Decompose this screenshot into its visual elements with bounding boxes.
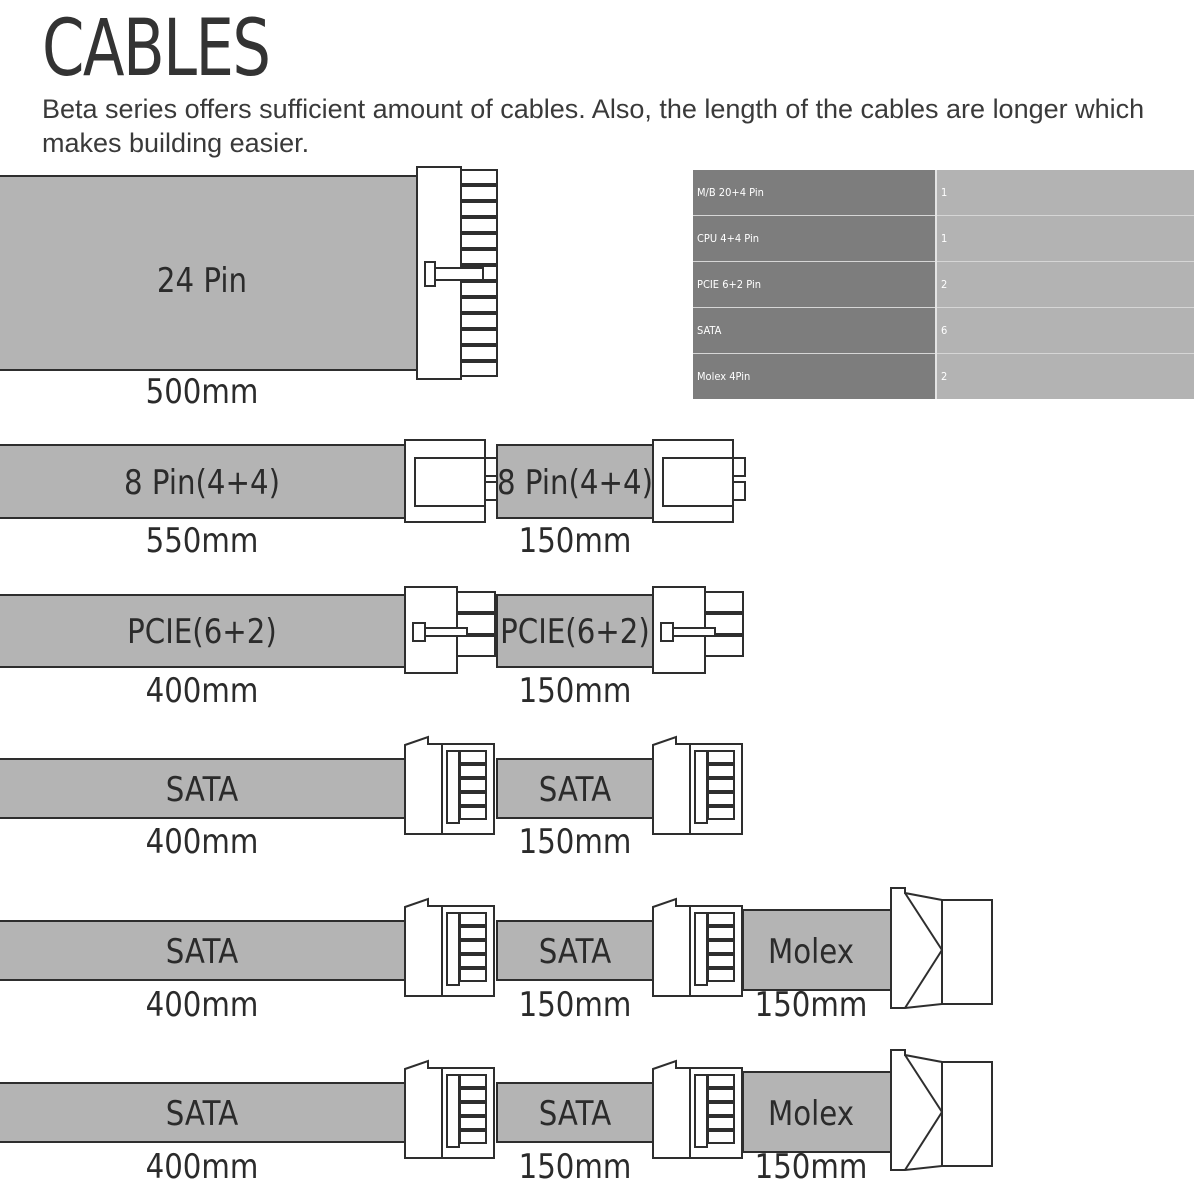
sata2-seg3-length: 150mm xyxy=(754,985,868,1025)
sata1-seg1-label: SATA xyxy=(165,770,239,810)
sata3-seg1-label: SATA xyxy=(165,1094,239,1134)
atx-cable-length: 500mm xyxy=(145,372,259,412)
sata1-seg2-label: SATA xyxy=(538,770,612,810)
sata2-seg3-label: Molex xyxy=(767,932,855,972)
pcie-seg2-length: 150mm xyxy=(518,671,632,711)
sata-connector-2a xyxy=(404,897,495,997)
cable-type-cell: SATA xyxy=(693,307,937,354)
sata-connector-2b xyxy=(652,897,743,997)
cable-quantity-table: M/B 20+4 Pin 1 CPU 4+4 Pin 1 PCIE 6+2 Pi… xyxy=(693,170,1194,399)
cpu-seg2-length: 150mm xyxy=(518,521,632,561)
sata2-seg1-label: SATA xyxy=(165,932,239,972)
table-row: CPU 4+4 Pin 1 xyxy=(693,215,1194,262)
sata2-seg2-length: 150mm xyxy=(518,985,632,1025)
sata-connector-1b xyxy=(652,735,743,835)
cable-body-atx xyxy=(0,175,419,371)
table-row: M/B 20+4 Pin 1 xyxy=(693,170,1194,216)
sata3-seg2-label: SATA xyxy=(538,1094,612,1134)
cpu-seg2-label: 8 Pin(4+4) xyxy=(496,463,654,503)
sata3-seg2-length: 150mm xyxy=(518,1147,632,1187)
sata1-seg1-length: 400mm xyxy=(145,822,259,862)
sata3-seg1-length: 400mm xyxy=(145,1147,259,1187)
sata3-seg3-label: Molex xyxy=(767,1094,855,1134)
page-title: CABLES xyxy=(42,4,271,94)
cable-type-cell: CPU 4+4 Pin xyxy=(693,215,937,262)
sata-cable-1 xyxy=(0,758,654,819)
table-row: PCIE 6+2 Pin 2 xyxy=(693,261,1194,308)
atx-24pin-connector xyxy=(416,166,498,380)
cpu-seg1-length: 550mm xyxy=(145,521,259,561)
pcie-seg1-label: PCIE(6+2) xyxy=(127,612,277,652)
pcie-seg1-length: 400mm xyxy=(145,671,259,711)
cable-count-cell: 1 xyxy=(936,170,1194,216)
cpu-seg1-label: 8 Pin(4+4) xyxy=(123,463,281,503)
table-row: SATA 6 xyxy=(693,307,1194,354)
cable-type-cell: Molex 4Pin xyxy=(693,353,937,399)
cable-count-cell: 6 xyxy=(936,307,1194,354)
sata-connector-3b xyxy=(652,1059,743,1159)
sata-cable-3 xyxy=(0,1071,892,1153)
table-row: Molex 4Pin 2 xyxy=(693,353,1194,399)
cable-body-pcie-1 xyxy=(0,594,406,668)
pcie-connector-2 xyxy=(652,586,744,674)
cable-type-cell: PCIE 6+2 Pin xyxy=(693,261,937,308)
pcie-cable xyxy=(0,594,654,668)
cable-count-cell: 1 xyxy=(936,215,1194,262)
sata-connector-3a xyxy=(404,1059,495,1159)
cable-count-cell: 2 xyxy=(936,353,1194,399)
cpu-8pin-connector-1 xyxy=(404,439,498,523)
sata2-seg2-label: SATA xyxy=(538,932,612,972)
page-description: Beta series offers sufficient amount of … xyxy=(42,94,1145,158)
cpu-8pin-connector-2 xyxy=(652,439,746,523)
sata1-seg2-length: 150mm xyxy=(518,822,632,862)
cable-count-cell: 2 xyxy=(936,261,1194,308)
cable-body-pcie-2 xyxy=(496,594,654,668)
pcie-connector-1 xyxy=(404,586,496,674)
sata-connector-1a xyxy=(404,735,495,835)
sata3-seg3-length: 150mm xyxy=(754,1147,868,1187)
molex-connector-1 xyxy=(890,887,993,1009)
atx-24pin-cable xyxy=(0,175,419,371)
molex-connector-2 xyxy=(890,1049,993,1171)
sata2-seg1-length: 400mm xyxy=(145,985,259,1025)
atx-cable-label: 24 Pin xyxy=(156,261,248,301)
cable-type-cell: M/B 20+4 Pin xyxy=(693,170,937,216)
pcie-seg2-label: PCIE(6+2) xyxy=(500,612,650,652)
